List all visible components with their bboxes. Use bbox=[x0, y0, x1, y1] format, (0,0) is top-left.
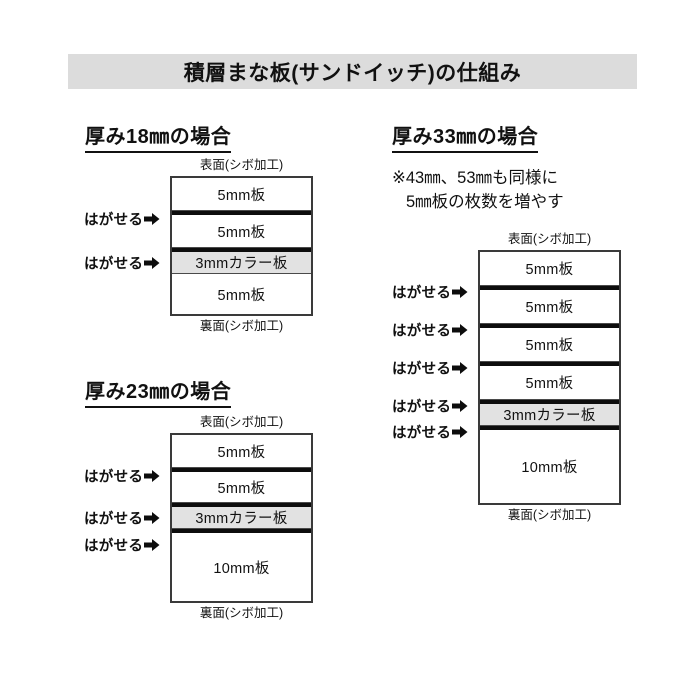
right-arrow-icon bbox=[144, 512, 160, 525]
layer-label: 5mm板 bbox=[525, 262, 574, 278]
peel-label-18-2: はがせる bbox=[84, 253, 160, 274]
note-line-1: ※43㎜、53㎜も同様に bbox=[392, 169, 559, 187]
right-arrow-icon bbox=[452, 324, 468, 337]
bottom-face-label-18: 裏面(シボ加工) bbox=[199, 319, 284, 333]
right-arrow-icon bbox=[144, 539, 160, 552]
right-arrow-icon bbox=[452, 400, 468, 413]
layer-row-color-board: 3mmカラー板 bbox=[172, 248, 311, 274]
peel-text: はがせる bbox=[392, 323, 452, 340]
section-heading-23: 厚み23㎜の場合 bbox=[85, 375, 232, 408]
layer-row-color-board: 3mmカラー板 bbox=[480, 400, 619, 426]
section-thickness-18: 厚み18㎜の場合 bbox=[85, 120, 232, 153]
stack-diagram-23: 表面(シボ加工) 5mm板 5mm板 3mmカラー板 10mm板 裏面(シボ加工… bbox=[170, 415, 313, 621]
diagram-title-banner: 積層まな板(サンドイッチ)の仕組み bbox=[68, 54, 637, 89]
stack-diagram-33: 表面(シボ加工) 5mm板 5mm板 5mm板 5mm板 3mmカラー板 10m… bbox=[478, 232, 621, 523]
peel-label-33-4: はがせる bbox=[392, 396, 468, 417]
peel-text: はがせる bbox=[392, 361, 452, 378]
layer-label: 5mm板 bbox=[525, 338, 574, 354]
right-arrow-icon bbox=[144, 470, 160, 483]
peel-text: はがせる bbox=[84, 469, 144, 486]
section-note-33: ※43㎜、53㎜も同様に 5㎜板の枚数を増やす bbox=[392, 167, 564, 215]
right-arrow-icon bbox=[144, 257, 160, 270]
section-thickness-23: 厚み23㎜の場合 bbox=[85, 375, 232, 408]
right-arrow-icon bbox=[144, 213, 160, 226]
section-thickness-33: 厚み33㎜の場合 ※43㎜、53㎜も同様に 5㎜板の枚数を増やす bbox=[392, 120, 564, 215]
section-heading-33: 厚み33㎜の場合 bbox=[392, 120, 539, 153]
right-arrow-icon bbox=[452, 362, 468, 375]
layer-row: 10mm板 bbox=[480, 426, 619, 503]
layer-label: 5mm板 bbox=[217, 444, 266, 461]
peel-text: はがせる bbox=[84, 511, 144, 528]
layer-label: 3mmカラー板 bbox=[195, 256, 288, 272]
peel-text: はがせる bbox=[392, 285, 452, 302]
layer-label: 10mm板 bbox=[521, 460, 578, 476]
peel-label-23-3: はがせる bbox=[84, 535, 160, 556]
peel-label-33-1: はがせる bbox=[392, 282, 468, 303]
layer-label: 5mm板 bbox=[217, 480, 266, 497]
layer-stack-18: 5mm板 5mm板 3mmカラー板 5mm板 bbox=[170, 176, 313, 316]
peel-label-33-2: はがせる bbox=[392, 320, 468, 341]
layer-row: 5mm板 bbox=[172, 468, 311, 503]
layer-row: 5mm板 bbox=[172, 435, 311, 468]
peel-text: はがせる bbox=[84, 256, 144, 273]
layer-stack-23: 5mm板 5mm板 3mmカラー板 10mm板 bbox=[170, 433, 313, 603]
peel-label-33-3: はがせる bbox=[392, 358, 468, 379]
layer-label: 5mm板 bbox=[217, 224, 266, 241]
layer-row: 5mm板 bbox=[480, 362, 619, 400]
peel-label-18-1: はがせる bbox=[84, 209, 160, 230]
layer-label: 5mm板 bbox=[525, 300, 574, 316]
stack-diagram-18: 表面(シボ加工) 5mm板 5mm板 3mmカラー板 5mm板 裏面(シボ加工) bbox=[170, 158, 313, 334]
layer-label: 5mm板 bbox=[525, 376, 574, 392]
bottom-face-label-33: 裏面(シボ加工) bbox=[507, 508, 592, 522]
layer-label: 3mmカラー板 bbox=[195, 511, 288, 527]
layer-row: 5mm板 bbox=[480, 252, 619, 286]
peel-label-23-2: はがせる bbox=[84, 508, 160, 529]
right-arrow-icon bbox=[452, 286, 468, 299]
peel-text: はがせる bbox=[84, 212, 144, 229]
layer-row: 5mm板 bbox=[480, 324, 619, 362]
bottom-face-label-23: 裏面(シボ加工) bbox=[199, 606, 284, 620]
layer-stack-33: 5mm板 5mm板 5mm板 5mm板 3mmカラー板 10mm板 bbox=[478, 250, 621, 505]
peel-text: はがせる bbox=[392, 399, 452, 416]
layer-row: 5mm板 bbox=[480, 286, 619, 324]
layer-label: 3mmカラー板 bbox=[503, 408, 596, 424]
right-arrow-icon bbox=[452, 426, 468, 439]
layer-row: 5mm板 bbox=[172, 211, 311, 248]
layer-row: 5mm板 bbox=[172, 274, 311, 314]
peel-label-33-5: はがせる bbox=[392, 422, 468, 443]
top-face-label-33: 表面(シボ加工) bbox=[507, 232, 592, 246]
top-face-label-18: 表面(シボ加工) bbox=[199, 158, 284, 172]
peel-text: はがせる bbox=[84, 538, 144, 555]
layer-label: 5mm板 bbox=[217, 287, 266, 304]
top-face-label-23: 表面(シボ加工) bbox=[199, 415, 284, 429]
layer-row: 5mm板 bbox=[172, 178, 311, 211]
layer-row: 10mm板 bbox=[172, 529, 311, 601]
layer-label: 5mm板 bbox=[217, 187, 266, 204]
page-title: 積層まな板(サンドイッチ)の仕組み bbox=[183, 61, 522, 85]
peel-label-23-1: はがせる bbox=[84, 466, 160, 487]
section-heading-18: 厚み18㎜の場合 bbox=[85, 120, 232, 153]
note-line-2: 5㎜板の枚数を増やす bbox=[406, 192, 564, 211]
peel-text: はがせる bbox=[392, 425, 452, 442]
layer-row-color-board: 3mmカラー板 bbox=[172, 503, 311, 529]
layer-label: 10mm板 bbox=[213, 560, 270, 577]
